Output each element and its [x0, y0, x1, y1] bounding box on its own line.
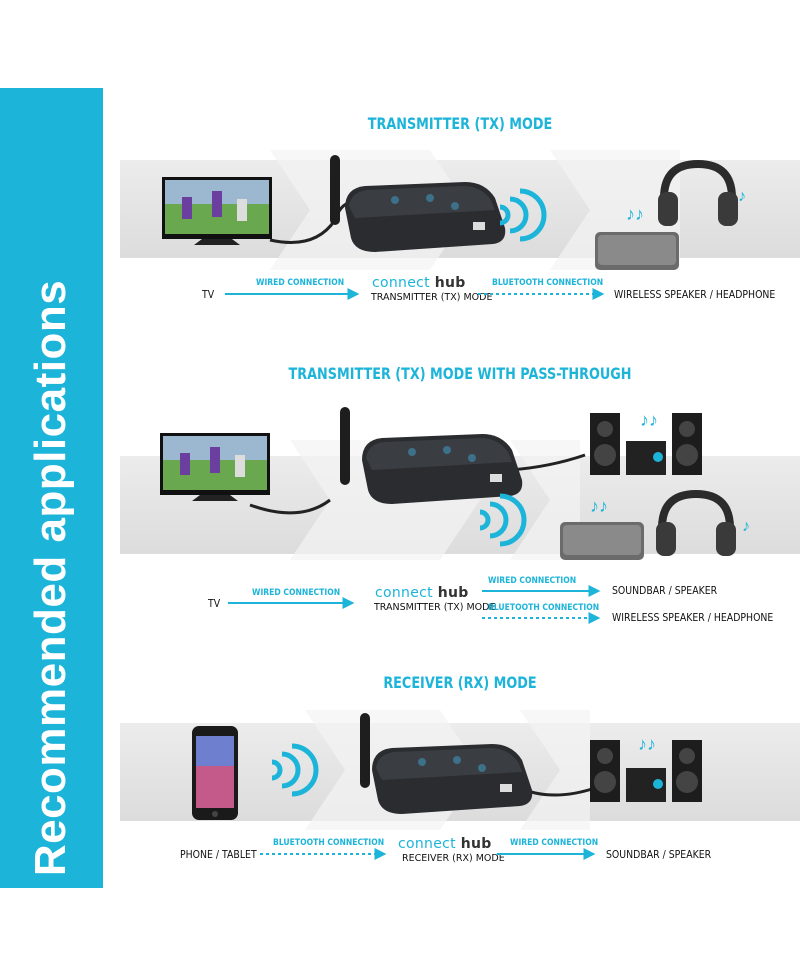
- connect-hub-logo: connect hub: [398, 836, 492, 852]
- source-label: TV: [208, 597, 221, 610]
- output-b-label: WIRELESS SPEAKER / HEADPHONE: [612, 611, 774, 624]
- output-label: WIRELESS SPEAKER / HEADPHONE: [614, 288, 776, 301]
- music-note-icon: ♪♪: [640, 410, 658, 430]
- sidebar-title: Recommended applications: [26, 279, 75, 877]
- music-note-icon: ♪♪: [626, 204, 644, 224]
- section2-title: TRANSMITTER (TX) MODE WITH PASS-THROUGH: [288, 364, 632, 383]
- link1-label: WIRED CONNECTION: [256, 278, 345, 288]
- headphones-image: [658, 164, 738, 230]
- headphones-image: [656, 494, 736, 560]
- wired-arrow: [228, 597, 355, 609]
- hub-mode-label: TRANSMITTER (TX) MODE: [371, 292, 493, 303]
- wired-arrow: [482, 585, 601, 597]
- wireless-speaker-image: [560, 522, 644, 560]
- hub-mode-label: RECEIVER (RX) MODE: [402, 853, 505, 864]
- connect-hub-logo: connect hub: [372, 275, 466, 291]
- hub-mode-label: TRANSMITTER (TX) MODE: [374, 602, 496, 613]
- music-note-icon: ♪: [742, 518, 750, 535]
- sidebar-banner: Recommended applications: [0, 88, 103, 888]
- wired-arrow: [225, 288, 360, 300]
- music-note-icon: ♪♪: [590, 496, 608, 516]
- bluetooth-arrow: [478, 288, 605, 300]
- output-label: SOUNDBAR / SPEAKER: [606, 848, 712, 861]
- music-note-icon: ♪♪: [638, 734, 656, 754]
- connect-hub-logo: connect hub: [375, 585, 469, 601]
- source-label: TV: [202, 288, 215, 301]
- bluetooth-waves-icon: [292, 770, 332, 830]
- link2b-label: BLUETOOTH CONNECTION: [488, 603, 600, 613]
- output-a-label: SOUNDBAR / SPEAKER: [612, 584, 718, 597]
- section3-title: RECEIVER (RX) MODE: [383, 673, 537, 692]
- wired-arrow: [497, 848, 596, 860]
- link2-label: BLUETOOTH CONNECTION: [492, 278, 604, 288]
- source-label: PHONE / TABLET: [180, 848, 257, 861]
- bluetooth-arrow: [482, 612, 601, 624]
- connect-hub-device: [345, 182, 506, 252]
- link2-label: WIRED CONNECTION: [510, 838, 599, 848]
- phone-image: [192, 726, 238, 820]
- wireless-speaker-image: [595, 232, 679, 270]
- link1-label: BLUETOOTH CONNECTION: [273, 838, 385, 848]
- link1-label: WIRED CONNECTION: [252, 588, 341, 598]
- bluetooth-arrow: [260, 848, 387, 860]
- bluetooth-waves-icon: [520, 215, 560, 275]
- bluetooth-waves-icon: [500, 520, 540, 580]
- section1-title: TRANSMITTER (TX) MODE: [367, 114, 553, 133]
- link2a-label: WIRED CONNECTION: [488, 576, 577, 586]
- connect-hub-device: [372, 744, 533, 814]
- music-note-icon: ♪: [738, 188, 746, 205]
